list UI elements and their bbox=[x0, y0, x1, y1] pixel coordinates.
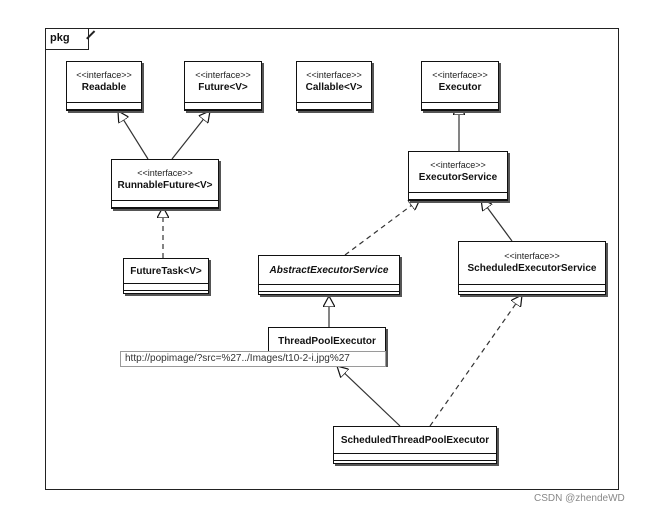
operations-compartment bbox=[409, 200, 507, 206]
edge-scheduledexecutorservice-extends-executorservice bbox=[481, 199, 513, 242]
edge-runnablefuture-extends-readable bbox=[118, 111, 149, 160]
class-callable: <<interface>> Callable<V> bbox=[296, 61, 372, 111]
edge-scheduledthreadpoolexecutor-extends-threadpoolexecutor bbox=[337, 366, 401, 427]
class-future-task: FutureTask<V> bbox=[123, 258, 209, 294]
class-name: AbstractExecutorService bbox=[269, 264, 389, 276]
stereotype-label: <<interface>> bbox=[76, 70, 132, 80]
class-name: ThreadPoolExecutor bbox=[278, 335, 376, 347]
attributes-compartment bbox=[259, 285, 399, 292]
operations-compartment bbox=[67, 110, 141, 116]
class-scheduled-executor-service: <<interface>> ScheduledExecutorService bbox=[458, 241, 606, 295]
attributes-compartment bbox=[459, 285, 605, 292]
attributes-compartment bbox=[297, 103, 371, 110]
stereotype-label: <<interface>> bbox=[195, 70, 251, 80]
attributes-compartment bbox=[409, 193, 507, 200]
class-name: Future<V> bbox=[198, 82, 248, 93]
operations-compartment bbox=[112, 208, 218, 214]
attributes-compartment bbox=[185, 103, 261, 110]
image-url-tooltip: http://popimage/?src=%27../Images/t10-2-… bbox=[120, 351, 386, 367]
edge-abstractexecutorservice-implements-executorservice bbox=[344, 199, 420, 256]
operations-compartment bbox=[459, 292, 605, 298]
attributes-compartment bbox=[124, 284, 208, 291]
package-frame bbox=[45, 28, 619, 490]
operations-compartment bbox=[124, 291, 208, 297]
class-name: ExecutorService bbox=[418, 172, 498, 183]
edge-scheduledthreadpoolexecutor-implements-scheduledexecutorservice bbox=[429, 295, 522, 427]
operations-compartment bbox=[334, 461, 496, 467]
stereotype-label: <<interface>> bbox=[504, 251, 560, 261]
stereotype-label: <<interface>> bbox=[137, 168, 193, 178]
class-name: Readable bbox=[81, 82, 127, 93]
attributes-compartment bbox=[422, 103, 498, 110]
stereotype-label: <<interface>> bbox=[432, 70, 488, 80]
class-name: RunnableFuture<V> bbox=[117, 180, 213, 191]
edge-runnablefuture-extends-future bbox=[171, 111, 210, 160]
class-readable: <<interface>> Readable bbox=[66, 61, 142, 111]
class-name: Executor bbox=[438, 82, 482, 93]
stereotype-label: <<interface>> bbox=[306, 70, 362, 80]
class-abstract-executor-service: AbstractExecutorService bbox=[258, 255, 400, 295]
watermark: CSDN @zhendeWD bbox=[534, 493, 625, 504]
class-scheduled-thread-pool-executor: ScheduledThreadPoolExecutor bbox=[333, 426, 497, 464]
class-runnable-future: <<interface>> RunnableFuture<V> bbox=[111, 159, 219, 209]
attributes-compartment bbox=[334, 454, 496, 461]
attributes-compartment bbox=[67, 103, 141, 110]
class-name: Callable<V> bbox=[305, 82, 363, 93]
class-name: ScheduledExecutorService bbox=[467, 263, 597, 274]
operations-compartment bbox=[422, 110, 498, 116]
stereotype-label: <<interface>> bbox=[430, 160, 486, 170]
class-name: ScheduledThreadPoolExecutor bbox=[340, 434, 490, 446]
class-future: <<interface>> Future<V> bbox=[184, 61, 262, 111]
class-executor-service: <<interface>> ExecutorService bbox=[408, 151, 508, 201]
operations-compartment bbox=[185, 110, 261, 116]
attributes-compartment bbox=[112, 201, 218, 208]
operations-compartment bbox=[297, 110, 371, 116]
package-label: pkg bbox=[45, 28, 89, 50]
class-name: FutureTask<V> bbox=[130, 265, 202, 277]
operations-compartment bbox=[259, 292, 399, 298]
class-executor: <<interface>> Executor bbox=[421, 61, 499, 111]
